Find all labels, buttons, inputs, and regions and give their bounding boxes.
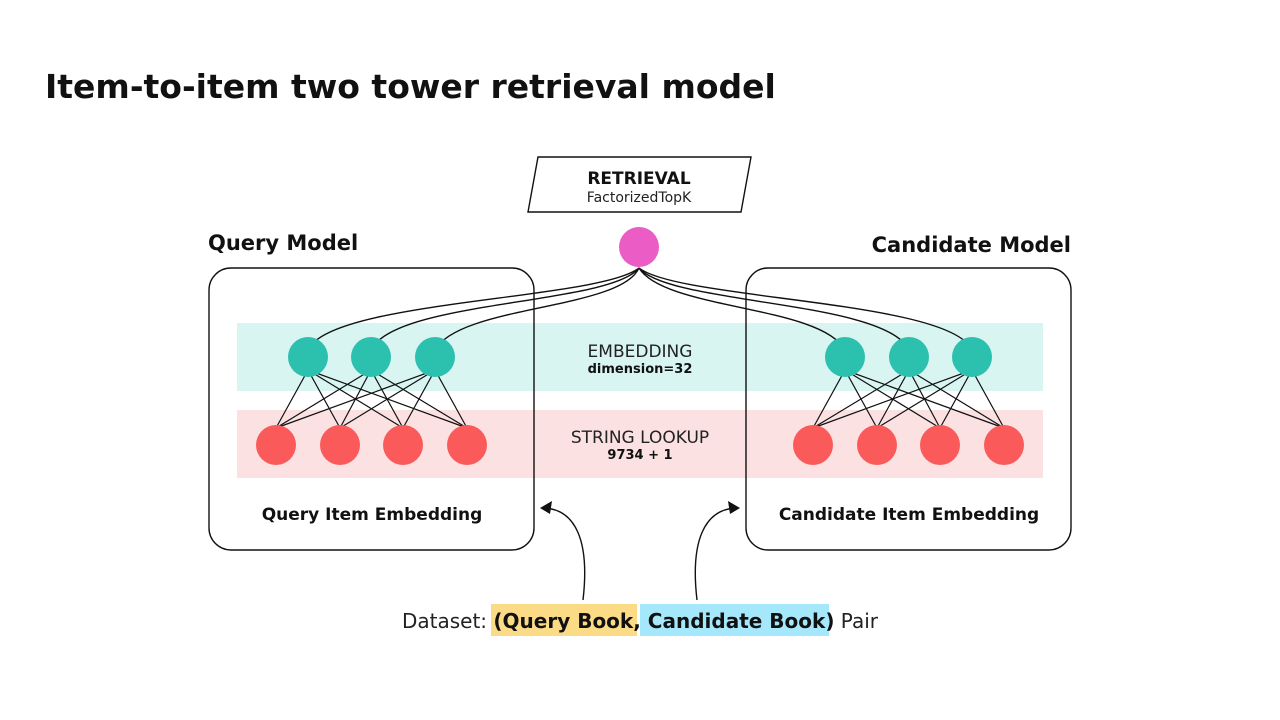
lookup-band (237, 410, 1043, 478)
dataset-open-paren: ( (493, 609, 502, 633)
retrieval-node (619, 227, 659, 267)
dataset-suffix: Pair (834, 609, 878, 633)
query-lookup-node-3 (383, 425, 423, 465)
dataset-close-paren: ) (825, 609, 834, 633)
candidate-lookup-node-3 (920, 425, 960, 465)
query-lookup-node-2 (320, 425, 360, 465)
retrieval-subheading: FactorizedTopK (587, 190, 692, 206)
query-embedding-node-2 (351, 337, 391, 377)
edge-retrieval-query-3 (434, 267, 640, 351)
candidate-model-box (745, 267, 1072, 551)
edge-retrieval-candidate-2 (638, 267, 910, 351)
candidate-arrow-curve (694, 507, 736, 601)
dataset-line: Dataset: (Query Book, Candidate Book) Pa… (402, 609, 879, 633)
retrieval-heading: RETRIEVAL (587, 169, 690, 189)
query-model-title: Query Model (208, 231, 358, 255)
embedding-label: EMBEDDING (588, 342, 693, 362)
candidate-book-label: Candidate Book (648, 609, 826, 633)
edge-retrieval-query-1 (307, 267, 640, 351)
retrieval-box (527, 156, 752, 213)
query-model-box (208, 267, 535, 551)
lookup-label: STRING LOOKUP (571, 428, 709, 448)
candidate-arrow-head-icon (728, 501, 740, 514)
candidate-book-highlight (640, 604, 829, 636)
query-book-highlight (491, 604, 637, 636)
query-lookup-node-1 (256, 425, 296, 465)
edge-retrieval-candidate-1 (638, 267, 846, 351)
dataset-prefix: Dataset: (402, 609, 493, 633)
page-title: Item-to-item two tower retrieval model (45, 67, 776, 106)
candidate-lookup-node-1 (793, 425, 833, 465)
candidate-embedding-node-3 (952, 337, 992, 377)
query-lookup-node-4 (447, 425, 487, 465)
embedding-detail: dimension=32 (588, 362, 693, 377)
query-book-label: Query Book (503, 609, 634, 633)
lookup-detail: 9734 + 1 (607, 448, 672, 463)
query-caption: Query Item Embedding (262, 505, 483, 525)
edge-retrieval-query-2 (370, 267, 640, 351)
candidate-dense-edges (812, 369, 1005, 429)
query-embedding-node-1 (288, 337, 328, 377)
candidate-embedding-node-1 (825, 337, 865, 377)
query-arrow-curve (544, 507, 586, 601)
candidate-caption: Candidate Item Embedding (779, 505, 1039, 525)
candidate-embedding-node-2 (889, 337, 929, 377)
dataset-comma: , (633, 609, 648, 633)
query-embedding-node-3 (415, 337, 455, 377)
candidate-lookup-node-4 (984, 425, 1024, 465)
edge-retrieval-candidate-3 (638, 267, 973, 351)
candidate-model-title: Candidate Model (872, 233, 1071, 257)
query-dense-edges (275, 369, 468, 429)
query-arrow-head-icon (540, 501, 552, 514)
candidate-lookup-node-2 (857, 425, 897, 465)
